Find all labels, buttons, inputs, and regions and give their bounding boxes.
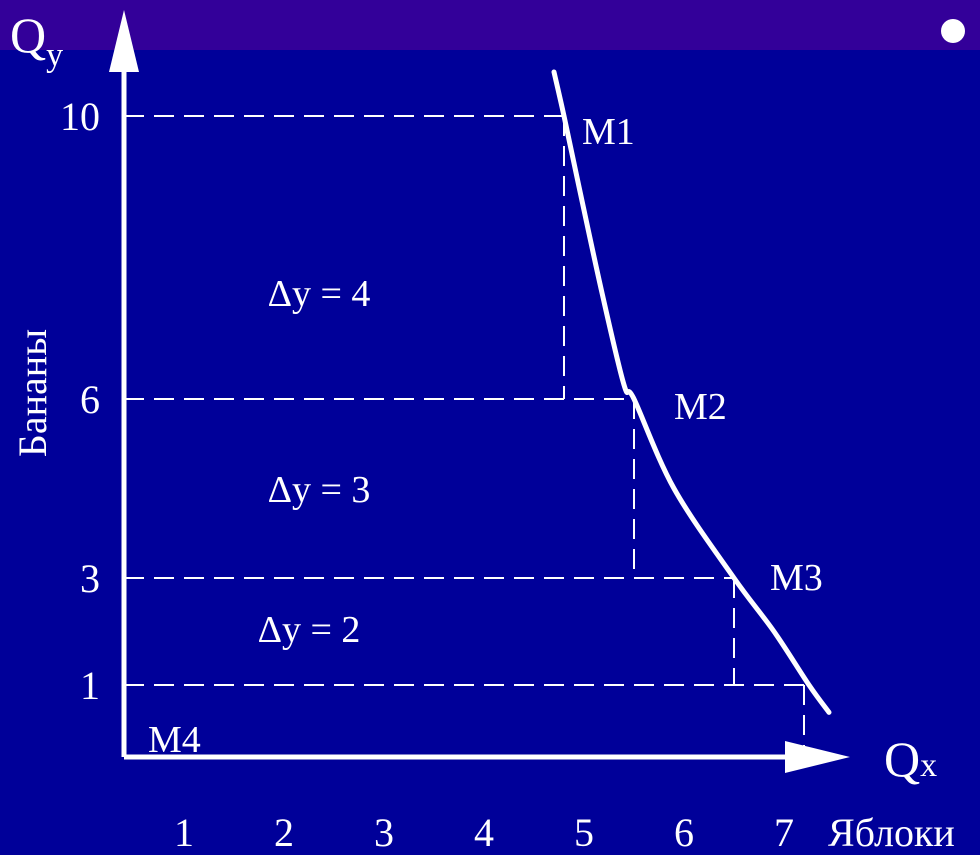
x-tick-7: 7 (774, 810, 794, 855)
y-axis-symbol-sub: y (46, 37, 63, 74)
y-tick-labels: 10 6 3 1 (60, 94, 100, 708)
x-tick-2: 2 (274, 810, 294, 855)
x-axis-symbol-sub: x (920, 747, 937, 784)
x-axis-symbol: Qx (884, 731, 937, 787)
point-label-m4: M4 (148, 719, 201, 761)
delta-annotations: Δy = 4 Δy = 3 Δy = 2 (258, 273, 371, 651)
point-label-m1: M1 (582, 111, 635, 153)
point-label-m3: M3 (770, 557, 823, 599)
y-axis-label: Бананы (10, 329, 55, 457)
guide-lines (124, 115, 805, 757)
y-tick-1: 1 (80, 663, 100, 708)
x-tick-3: 3 (374, 810, 394, 855)
delta-annotation-1: Δy = 4 (268, 273, 371, 315)
title-bar (0, 0, 980, 50)
y-axis-arrow-icon (109, 10, 139, 72)
indifference-curve (551, 69, 832, 715)
x-tick-6: 6 (674, 810, 694, 855)
x-tick-1: 1 (174, 810, 194, 855)
x-tick-4: 4 (474, 810, 494, 855)
y-tick-6: 6 (80, 377, 100, 422)
y-tick-10: 10 (60, 94, 100, 139)
x-tick-5: 5 (574, 810, 594, 855)
y-axis-symbol: Qy (10, 7, 63, 74)
delta-annotation-2: Δy = 3 (268, 469, 371, 511)
x-axis-label: Яблоки (828, 810, 955, 855)
y-tick-3: 3 (80, 556, 100, 601)
bullet-dot-icon (941, 19, 965, 43)
point-label-m2: M2 (674, 386, 727, 428)
x-axis-arrow-icon (785, 741, 850, 773)
delta-annotation-3: Δy = 2 (258, 609, 361, 651)
x-tick-labels: 1 2 3 4 5 6 7 (174, 810, 794, 855)
